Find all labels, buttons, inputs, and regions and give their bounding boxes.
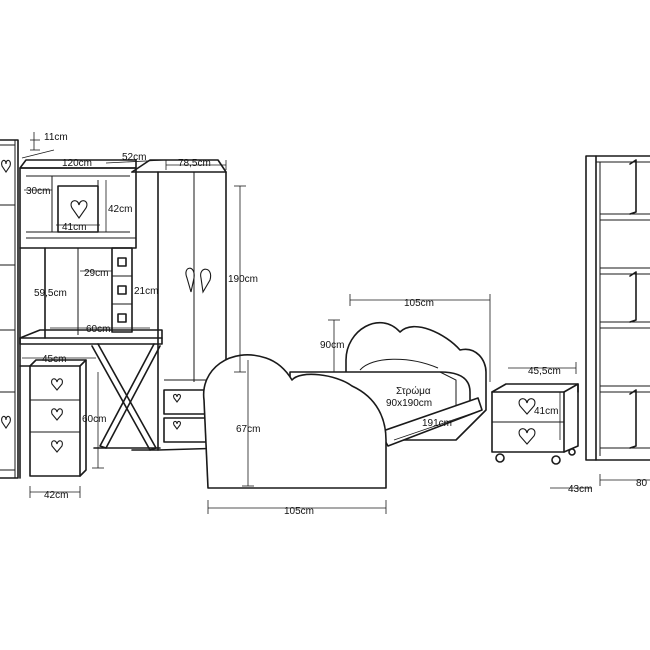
heart-icon <box>173 393 181 403</box>
bed <box>202 321 487 489</box>
nightstand <box>491 383 579 465</box>
dim-label-80: 80 <box>636 478 648 489</box>
dimension-lines <box>21 132 650 514</box>
dim-label-43: 43cm <box>568 484 592 495</box>
heart-icon <box>1 415 11 429</box>
heart-icon <box>173 420 181 430</box>
dim-label-21: 21cm <box>134 286 158 297</box>
dim-label-120: 120cm <box>62 158 92 169</box>
heart-icon <box>200 268 212 294</box>
mattress-label: Στρώμα <box>396 385 431 397</box>
dim-label-60-height: 60cm <box>82 414 106 425</box>
desk-hutch <box>19 159 163 479</box>
bookcase <box>585 155 650 461</box>
heart-icon <box>70 200 88 219</box>
dim-label-78-5: 78,5cm <box>178 158 211 169</box>
dim-label-105-bottom: 105cm <box>284 506 314 517</box>
dim-label-42-bottom: 42cm <box>44 490 68 501</box>
dim-label-59-5: 59,5cm <box>34 288 67 299</box>
heart-icon <box>51 408 63 421</box>
dim-label-90: 90cm <box>320 340 344 351</box>
dimension-labels: 11cm 120cm 52cm 78,5cm 30cm 42cm 41cm 29… <box>26 132 648 517</box>
heart-icon <box>185 267 195 293</box>
heart-icon <box>518 428 536 445</box>
dim-label-41-nightstand: 41cm <box>534 406 558 417</box>
dim-label-52: 52cm <box>122 152 146 163</box>
heart-icon <box>51 440 63 453</box>
dim-label-67: 67cm <box>236 424 260 435</box>
dim-label-105-top: 105cm <box>404 298 434 309</box>
dim-label-60-width: 60cm <box>86 324 110 335</box>
mattress-size-label: 90x190cm <box>386 398 432 409</box>
left-tall-cabinet <box>0 139 19 479</box>
dim-label-45-5: 45,5cm <box>528 366 561 377</box>
heart-icon <box>1 159 11 173</box>
dim-label-30: 30cm <box>26 186 50 197</box>
dim-label-29: 29cm <box>84 268 108 279</box>
dim-label-11: 11cm <box>44 132 68 143</box>
dim-label-41-top: 41cm <box>62 222 86 233</box>
dim-label-190: 190cm <box>228 274 258 285</box>
dim-label-42-top: 42cm <box>108 204 132 215</box>
dim-label-191: 191cm <box>422 418 452 429</box>
dim-label-45: 45cm <box>42 354 66 365</box>
heart-icon <box>51 378 63 391</box>
heart-icon <box>518 398 536 415</box>
